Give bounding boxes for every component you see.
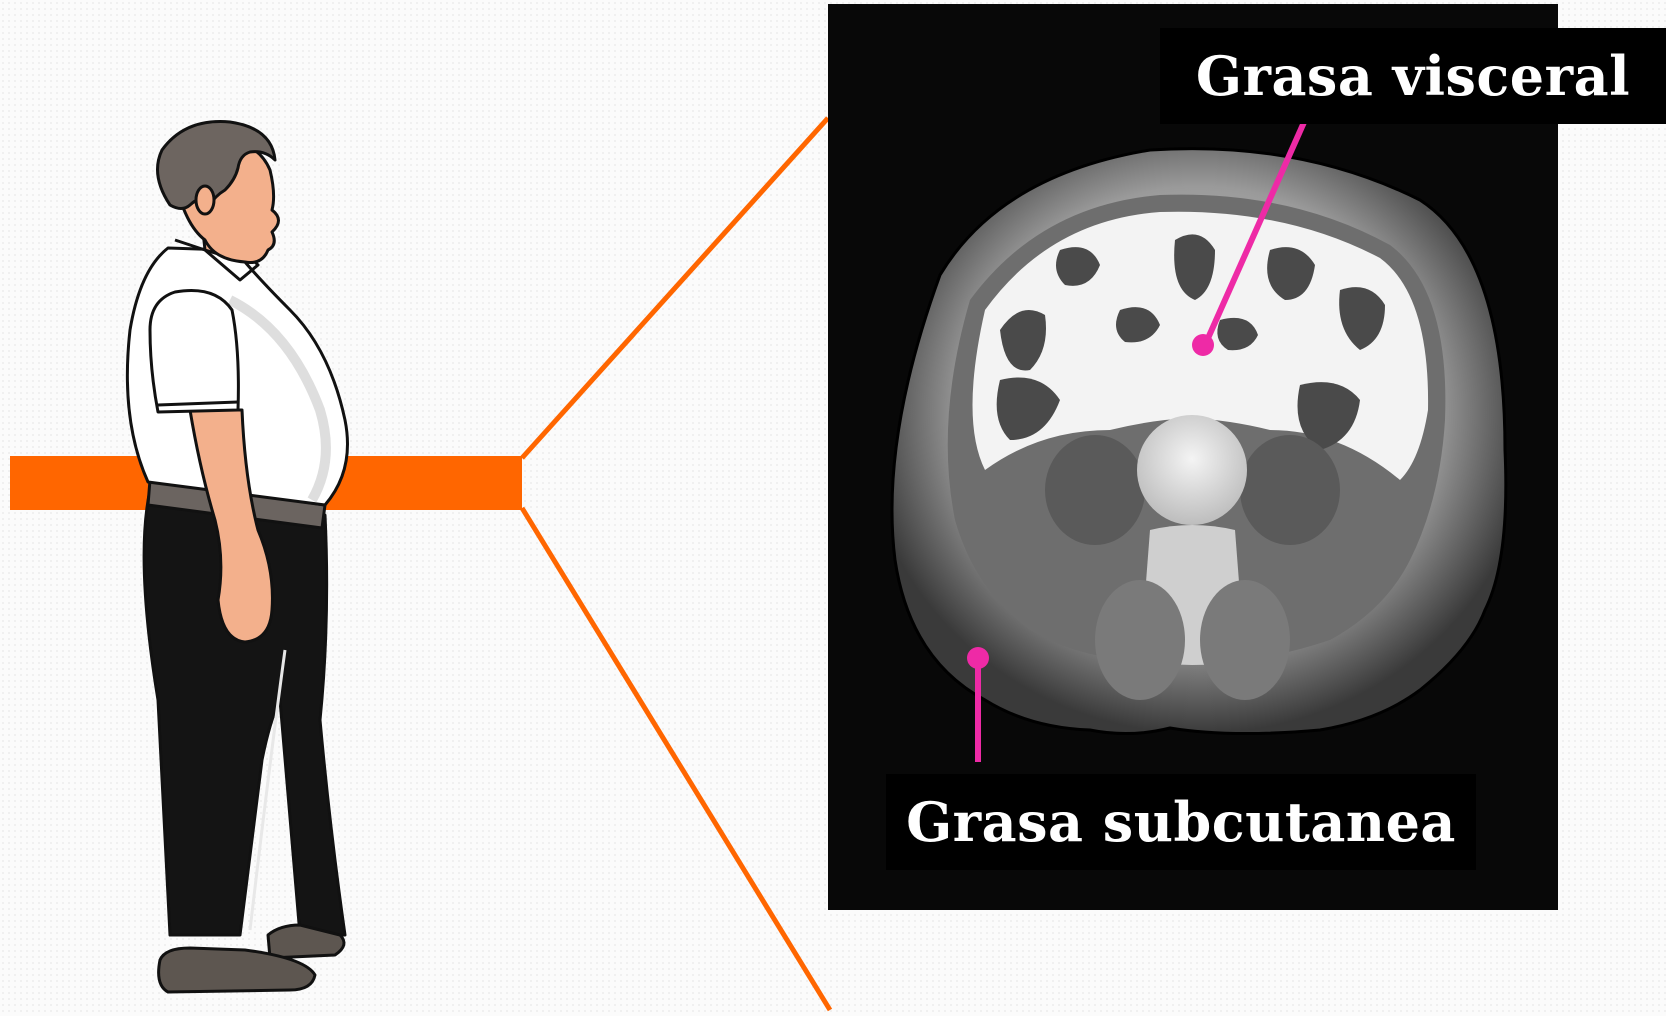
waist-band-group [10, 118, 830, 1010]
ct-back-muscle-right [1200, 580, 1290, 700]
zoom-line-top [522, 118, 828, 458]
ct-vertebra [1137, 415, 1247, 525]
pointer-visceral-dot [1192, 334, 1214, 356]
ct-kidney-left [1045, 435, 1145, 545]
label-subcutaneous-fat: Grasa subcutanea [886, 774, 1476, 870]
zoom-line-bottom [522, 508, 830, 1010]
ear [196, 186, 214, 214]
ct-kidney-right [1240, 435, 1340, 545]
pointer-subcutanea-dot [967, 647, 989, 669]
label-visceral-fat: Grasa visceral [1160, 28, 1666, 124]
ct-back-muscle-left [1095, 580, 1185, 700]
sleeve [150, 290, 238, 412]
person-icon [127, 122, 347, 992]
